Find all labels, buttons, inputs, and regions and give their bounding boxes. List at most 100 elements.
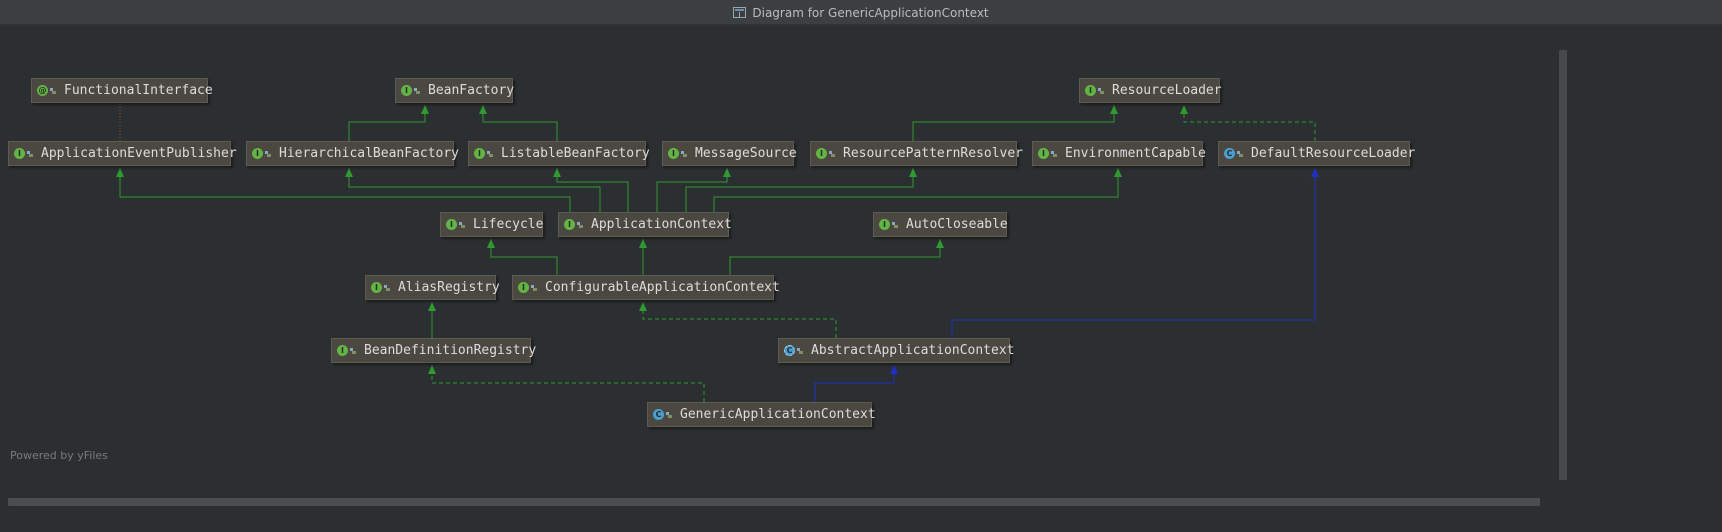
arrowhead-icon — [428, 302, 436, 311]
node-abstract-application-context[interactable]: C AbstractApplicationContext — [778, 338, 1015, 363]
interface-icon: I — [816, 148, 827, 159]
node-message-source[interactable]: I MessageSource — [662, 141, 797, 166]
arrowhead-icon — [1114, 168, 1122, 177]
class-icon: C — [653, 409, 664, 420]
node-label: BeanDefinitionRegistry — [364, 343, 537, 358]
node-functional-interface[interactable]: @FunctionalInterface — [31, 78, 213, 103]
arrowhead-icon — [421, 105, 429, 114]
edge-application-context-to-application-event-publisher — [116, 168, 571, 212]
visibility-badge-icon — [487, 150, 493, 157]
visibility-badge-icon — [350, 347, 356, 354]
visibility-badge-icon — [50, 87, 56, 94]
edge-generic-application-context-to-bean-definition-registry — [428, 365, 705, 402]
edge-application-context-to-resource-pattern-resolver — [685, 168, 917, 212]
node-listable-bean-factory[interactable]: I ListableBeanFactory — [468, 141, 650, 166]
edge-resource-pattern-resolver-to-resource-loader — [912, 105, 1118, 141]
arrowhead-icon — [116, 168, 124, 177]
class-icon: C — [1224, 148, 1235, 159]
vertical-scrollbar[interactable] — [1559, 50, 1567, 480]
diagram-icon — [733, 7, 747, 18]
interface-icon: I — [564, 219, 575, 230]
arrowhead-icon — [1180, 105, 1188, 114]
node-label: DefaultResourceLoader — [1251, 146, 1416, 161]
node-label: AbstractApplicationContext — [811, 343, 1015, 358]
visibility-badge-icon — [1098, 87, 1104, 94]
edge-application-context-to-hierarchical-bean-factory — [345, 168, 601, 212]
node-label: BeanFactory — [428, 83, 515, 98]
node-alias-registry[interactable]: I AliasRegistry — [365, 275, 500, 300]
node-default-resource-loader[interactable]: C DefaultResourceLoader — [1218, 141, 1415, 166]
node-label: MessageSource — [695, 146, 797, 161]
interface-icon: I — [337, 345, 348, 356]
arrowhead-icon — [1311, 168, 1319, 177]
visibility-badge-icon — [459, 221, 465, 228]
edge-listable-bean-factory-to-bean-factory — [479, 105, 558, 141]
edge-application-context-to-listable-bean-factory — [553, 168, 629, 212]
interface-icon: I — [1038, 148, 1049, 159]
horizontal-scrollbar[interactable] — [8, 498, 1540, 506]
arrowhead-icon — [428, 365, 436, 374]
node-application-context[interactable]: I ApplicationContext — [558, 212, 732, 237]
node-label: HierarchicalBeanFactory — [279, 146, 460, 161]
edge-abstract-application-context-to-configurable-application-context — [639, 302, 837, 338]
edge-application-context-to-message-source — [656, 168, 731, 212]
edge-application-context-to-environment-capable — [713, 168, 1122, 212]
node-bean-factory[interactable]: I BeanFactory — [395, 78, 514, 103]
visibility-badge-icon — [531, 284, 537, 291]
edge-bean-definition-registry-to-alias-registry — [428, 302, 436, 338]
interface-icon: I — [446, 219, 457, 230]
node-resource-pattern-resolver[interactable]: I ResourcePatternResolver — [810, 141, 1023, 166]
arrowhead-icon — [639, 302, 647, 311]
interface-icon: I — [518, 282, 529, 293]
arrowhead-icon — [1110, 105, 1118, 114]
edge-layer — [116, 104, 1319, 402]
node-application-event-publisher[interactable]: I ApplicationEventPublisher — [8, 141, 237, 166]
interface-icon: I — [401, 85, 412, 96]
edge-configurable-application-context-to-application-context — [639, 239, 647, 275]
interface-icon: I — [14, 148, 25, 159]
interface-icon: I — [1085, 85, 1096, 96]
interface-icon: I — [879, 219, 890, 230]
visibility-badge-icon — [577, 221, 583, 228]
interface-icon: I — [668, 148, 679, 159]
interface-icon: I — [474, 148, 485, 159]
node-label: ResourcePatternResolver — [843, 146, 1024, 161]
node-label: ConfigurableApplicationContext — [545, 280, 780, 295]
edge-configurable-application-context-to-lifecycle — [487, 239, 558, 275]
arrowhead-icon — [479, 105, 487, 114]
node-configurable-application-context[interactable]: I ConfigurableApplicationContext — [512, 275, 780, 300]
node-bean-definition-registry[interactable]: I BeanDefinitionRegistry — [331, 338, 536, 363]
interface-icon: I — [252, 148, 263, 159]
node-generic-application-context[interactable]: C GenericApplicationContext — [647, 402, 876, 427]
arrowhead-icon — [345, 168, 353, 177]
interface-icon: I — [371, 282, 382, 293]
node-label: AutoCloseable — [906, 217, 1008, 232]
visibility-badge-icon — [681, 150, 687, 157]
edge-configurable-application-context-to-auto-closeable — [729, 239, 944, 275]
arrowhead-icon — [639, 239, 647, 248]
visibility-badge-icon — [414, 87, 420, 94]
node-label: GenericApplicationContext — [680, 407, 876, 422]
visibility-badge-icon — [265, 150, 271, 157]
node-label: ApplicationContext — [591, 217, 732, 232]
visibility-badge-icon — [666, 411, 672, 418]
node-label: ListableBeanFactory — [501, 146, 650, 161]
arrowhead-icon — [487, 239, 495, 248]
node-hierarchical-bean-factory[interactable]: I HierarchicalBeanFactory — [246, 141, 459, 166]
edge-abstract-application-context-to-default-resource-loader — [951, 168, 1319, 338]
edge-generic-application-context-to-abstract-application-context — [814, 365, 898, 402]
arrowhead-icon — [890, 365, 898, 374]
edge-hierarchical-bean-factory-to-bean-factory — [348, 105, 429, 141]
node-auto-closeable[interactable]: I AutoCloseable — [873, 212, 1008, 237]
abstract-class-icon: C — [784, 345, 795, 356]
node-label: ApplicationEventPublisher — [41, 146, 237, 161]
visibility-badge-icon — [384, 284, 390, 291]
visibility-badge-icon — [1237, 150, 1243, 157]
node-label: FunctionalInterface — [64, 83, 213, 98]
node-label: AliasRegistry — [398, 280, 500, 295]
